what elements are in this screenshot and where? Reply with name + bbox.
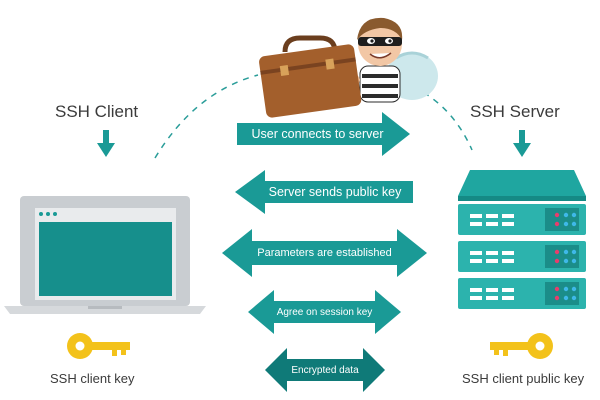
- server-key-icon: [490, 333, 553, 359]
- arrow-right-icon: [237, 112, 410, 156]
- step-arrow-public-key: Server sends public key: [235, 170, 413, 214]
- double-arrow-icon: [265, 348, 385, 392]
- step-label-session-key: Agree on session key: [276, 306, 373, 318]
- step-label-connect: User connects to server: [251, 127, 384, 141]
- server-unit-3: [458, 278, 586, 309]
- double-arrow-icon: [222, 229, 427, 277]
- ssh-client-title: SSH Client: [55, 102, 139, 121]
- step-label-parameters: Parameters are established: [257, 247, 392, 259]
- step-label-public-key: Server sends public key: [268, 185, 402, 199]
- step-arrow-parameters: Parameters are established: [222, 229, 427, 277]
- dashed-line-left: [154, 74, 259, 159]
- client-down-arrow-icon: [97, 130, 115, 157]
- server-unit-1: [458, 204, 586, 235]
- server-unit-2: [458, 241, 586, 272]
- ssh-server-title: SSH Server: [470, 102, 560, 121]
- step-label-encrypted: Encrypted data: [291, 364, 359, 376]
- double-arrow-icon: [248, 290, 401, 334]
- arrow-left-icon: [235, 170, 413, 214]
- ssh-client-public-key-label: SSH client public key: [462, 371, 585, 386]
- client-key-icon: [67, 333, 130, 359]
- step-arrow-encrypted: Encrypted data: [265, 348, 385, 392]
- ssh-client-key-label: SSH client key: [50, 371, 135, 386]
- server-down-arrow-icon: [513, 130, 531, 157]
- burglar-with-briefcase: [259, 17, 438, 118]
- step-arrow-session-key: Agree on session key: [248, 290, 401, 334]
- server-rack-icon: [458, 170, 586, 309]
- step-arrow-connect: User connects to server: [237, 112, 410, 156]
- dashed-line-right: [401, 81, 473, 151]
- laptop-icon: [4, 196, 206, 314]
